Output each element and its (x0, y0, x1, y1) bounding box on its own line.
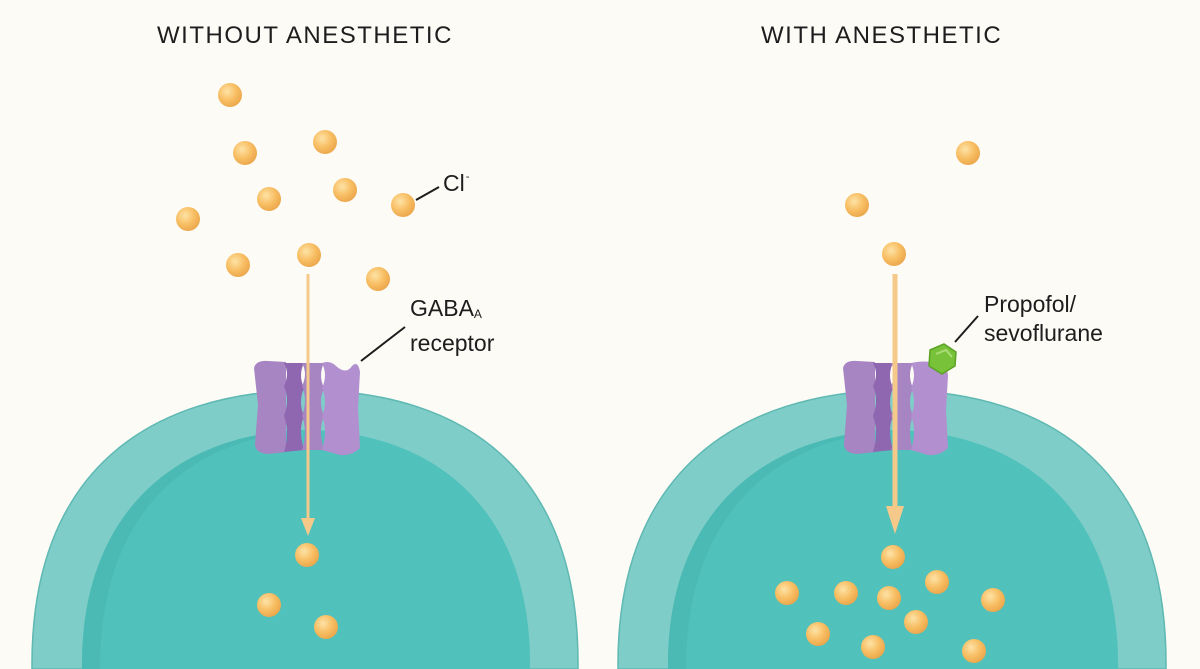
chloride-ion (226, 253, 250, 277)
chloride-ion (882, 242, 906, 266)
chloride-ion (176, 207, 200, 231)
chloride-ion (257, 593, 281, 617)
chloride-ion (806, 622, 830, 646)
gaba-name: GABA (410, 295, 474, 321)
panel-title-with-anesthetic: WITH ANESTHETIC (761, 22, 1003, 49)
chloride-ion (845, 193, 869, 217)
chloride-ion (366, 267, 390, 291)
chloride-ion (904, 610, 928, 634)
chloride-ion (297, 243, 321, 267)
chloride-ions (176, 83, 1005, 663)
chloride-ion (861, 635, 885, 659)
gaba-receptor-label-line1: GABAA (410, 294, 494, 329)
chloride-ion (333, 178, 357, 202)
gaba-receptor-right (843, 360, 948, 456)
chloride-ion (956, 141, 980, 165)
gaba-subscript: A (473, 307, 482, 321)
chloride-ion (925, 570, 949, 594)
chloride-ion (834, 581, 858, 605)
propofol-label: Propofol/ sevoflurane (984, 290, 1103, 348)
propofol-label-line1: Propofol/ (984, 291, 1077, 317)
ion-flow-arrow-left (301, 274, 315, 536)
cell-left (31, 389, 579, 669)
chloride-ion (775, 581, 799, 605)
chloride-ion (962, 639, 986, 663)
ion-flow-arrow-right (886, 274, 904, 534)
gaba-receptor-label: GABAA receptor (410, 294, 494, 358)
chloride-ion (881, 545, 905, 569)
gaba-receptor-label-line2: receptor (410, 330, 495, 356)
propofol-label-line2: sevoflurane (984, 320, 1103, 346)
chloride-ion (233, 141, 257, 165)
propofol-leader-line (954, 315, 979, 343)
chloride-ion (218, 83, 242, 107)
chloride-label: Cl- (443, 163, 469, 198)
chloride-ion (391, 193, 415, 217)
chloride-ion (877, 586, 901, 610)
cell-right (617, 389, 1167, 669)
chloride-symbol: Cl (443, 170, 465, 196)
panel-title-without-anesthetic: WITHOUT ANESTHETIC (157, 22, 453, 49)
cl-leader-line (415, 186, 440, 201)
receptor-leader-line (360, 326, 406, 362)
chloride-ion (981, 588, 1005, 612)
propofol-molecule (928, 343, 957, 375)
chloride-charge: - (465, 171, 470, 183)
chloride-ion (257, 187, 281, 211)
chloride-ion (313, 130, 337, 154)
chloride-ion (295, 543, 319, 567)
chloride-ion (314, 615, 338, 639)
